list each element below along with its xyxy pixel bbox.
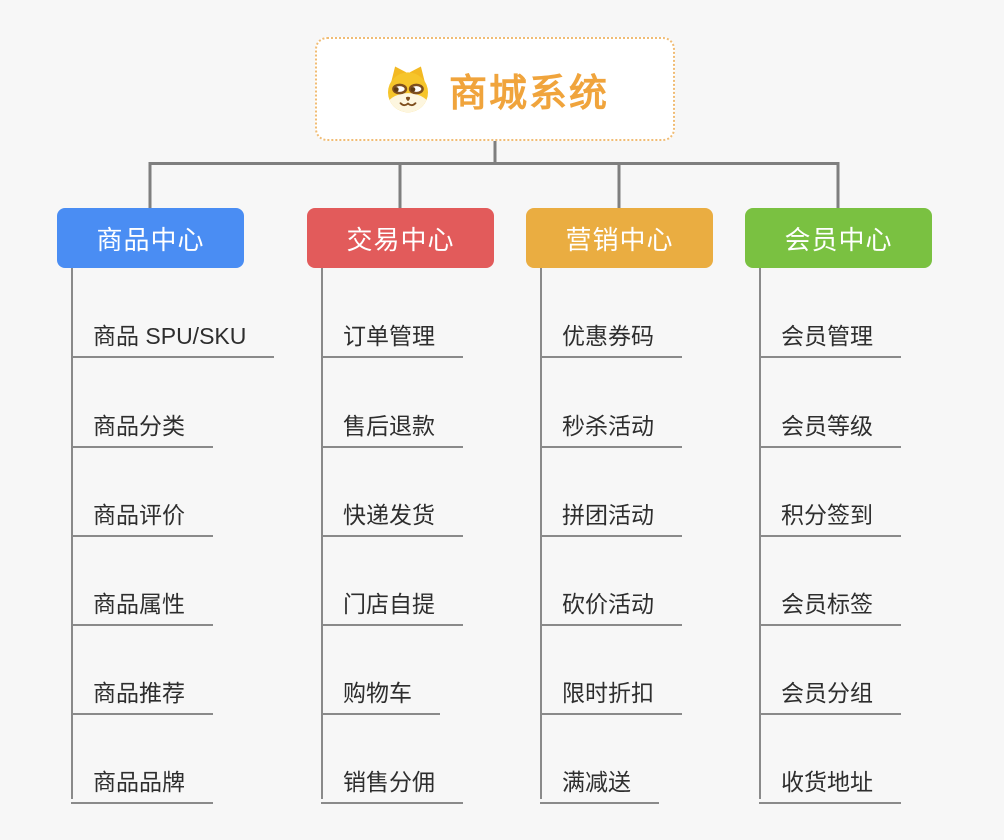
leaf-item[interactable]: 砍价活动 xyxy=(540,581,682,626)
leaf-item[interactable]: 购物车 xyxy=(321,670,440,715)
root-title: 商城系统 xyxy=(448,72,609,115)
doge-dog-icon xyxy=(381,64,435,114)
root-node[interactable]: 商城系统 xyxy=(315,37,675,141)
leaf-item[interactable]: 收货地址 xyxy=(759,759,901,804)
leaf-item[interactable]: 商品评价 xyxy=(71,492,213,537)
branch-marketing-center[interactable]: 营销中心 xyxy=(526,208,713,268)
leaf-item[interactable]: 销售分佣 xyxy=(321,759,463,804)
leaf-item[interactable]: 会员分组 xyxy=(759,670,901,715)
leaf-item[interactable]: 快递发货 xyxy=(321,492,463,537)
leaf-item[interactable]: 秒杀活动 xyxy=(540,403,682,448)
leaf-item[interactable]: 商品品牌 xyxy=(71,759,213,804)
leaf-item[interactable]: 优惠券码 xyxy=(540,313,682,358)
leaf-item[interactable]: 会员等级 xyxy=(759,403,901,448)
leaf-item[interactable]: 积分签到 xyxy=(759,492,901,537)
leaf-item[interactable]: 售后退款 xyxy=(321,403,463,448)
leaf-item[interactable]: 商品属性 xyxy=(71,581,213,626)
leaf-item[interactable]: 拼团活动 xyxy=(540,492,682,537)
column-spine-product xyxy=(71,268,73,799)
branch-trade-center[interactable]: 交易中心 xyxy=(307,208,494,268)
leaf-item[interactable]: 商品 SPU/SKU xyxy=(71,313,275,358)
leaf-item[interactable]: 会员管理 xyxy=(759,313,901,358)
leaf-item[interactable]: 门店自提 xyxy=(321,581,463,626)
leaf-item[interactable]: 商品分类 xyxy=(71,403,213,448)
column-spine-member xyxy=(759,268,761,799)
leaf-item[interactable]: 商品推荐 xyxy=(71,670,213,715)
leaf-item[interactable]: 限时折扣 xyxy=(540,670,682,715)
branch-member-center[interactable]: 会员中心 xyxy=(745,208,932,268)
leaf-item[interactable]: 会员标签 xyxy=(759,581,901,626)
leaf-item[interactable]: 满减送 xyxy=(540,759,659,804)
column-spine-marketing xyxy=(540,268,542,799)
leaf-item[interactable]: 订单管理 xyxy=(321,313,463,358)
column-spine-trade xyxy=(321,268,323,799)
branch-product-center[interactable]: 商品中心 xyxy=(57,208,244,268)
